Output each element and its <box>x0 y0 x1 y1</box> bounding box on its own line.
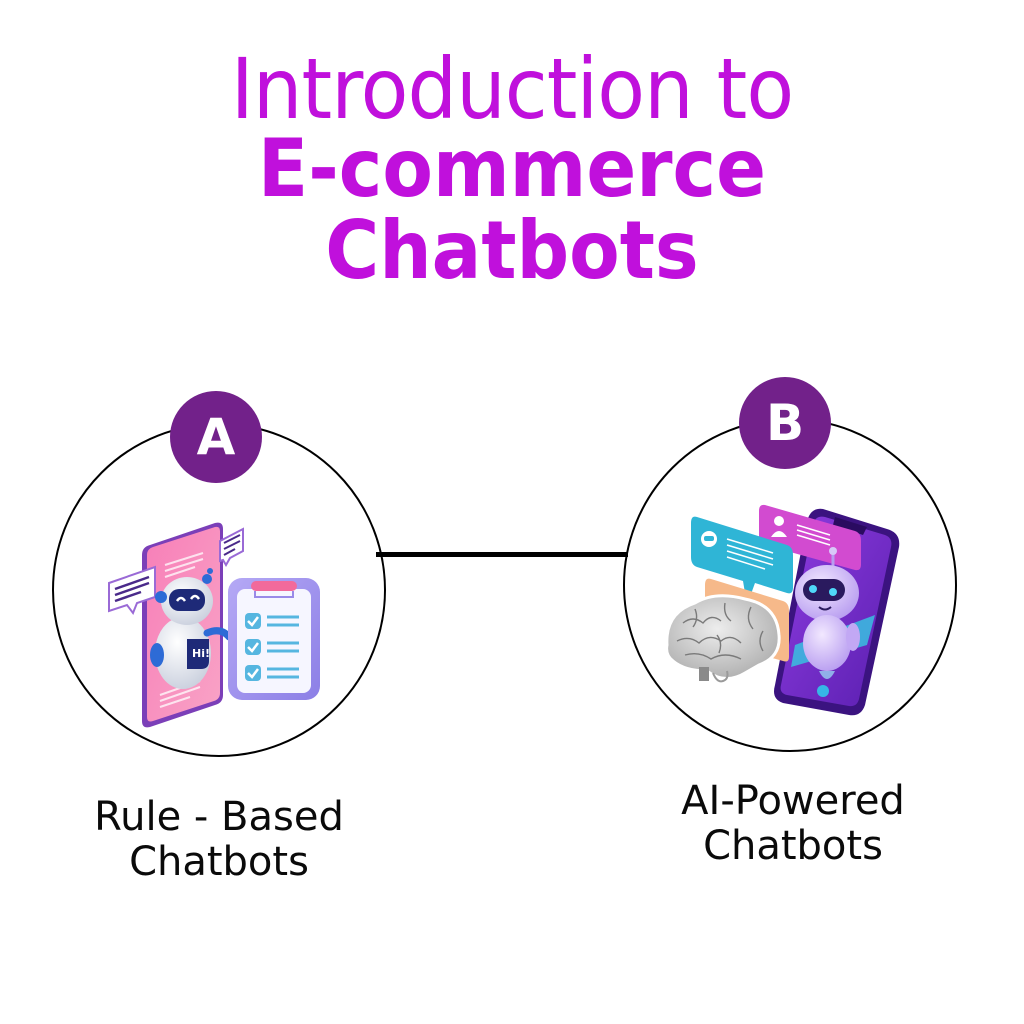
node-a-label-line-1: Rule - Based <box>94 794 344 840</box>
node-a-label-line-2: Chatbots <box>129 839 309 885</box>
speech-bubble-icon <box>219 527 244 567</box>
badge-a: A <box>170 391 262 483</box>
ai-powered-chatbot-illustration <box>665 504 900 716</box>
node-a-label: Rule - Based Chatbots <box>69 795 369 885</box>
bot-message-bubble-icon <box>691 516 793 605</box>
connector-line <box>376 552 628 557</box>
node-b-label-line-2: Chatbots <box>703 823 883 869</box>
brain-icon <box>665 594 781 683</box>
title-line-1: Introduction to <box>230 40 794 138</box>
checklist-clipboard-icon <box>228 578 320 700</box>
title-line-2: E-commerce <box>257 122 767 215</box>
node-b-label: AI-Powered Chatbots <box>643 779 943 869</box>
node-b-label-line-1: AI-Powered <box>681 778 905 824</box>
title-line-3: Chatbots <box>325 204 699 297</box>
robot-icon <box>795 547 860 679</box>
rule-based-chatbot-illustration: Hi! <box>108 522 320 728</box>
svg-text:Hi!: Hi! <box>192 647 210 660</box>
speech-bubble-icon <box>108 565 156 616</box>
badge-b: B <box>739 377 831 469</box>
robot-icon: Hi! <box>150 568 237 689</box>
